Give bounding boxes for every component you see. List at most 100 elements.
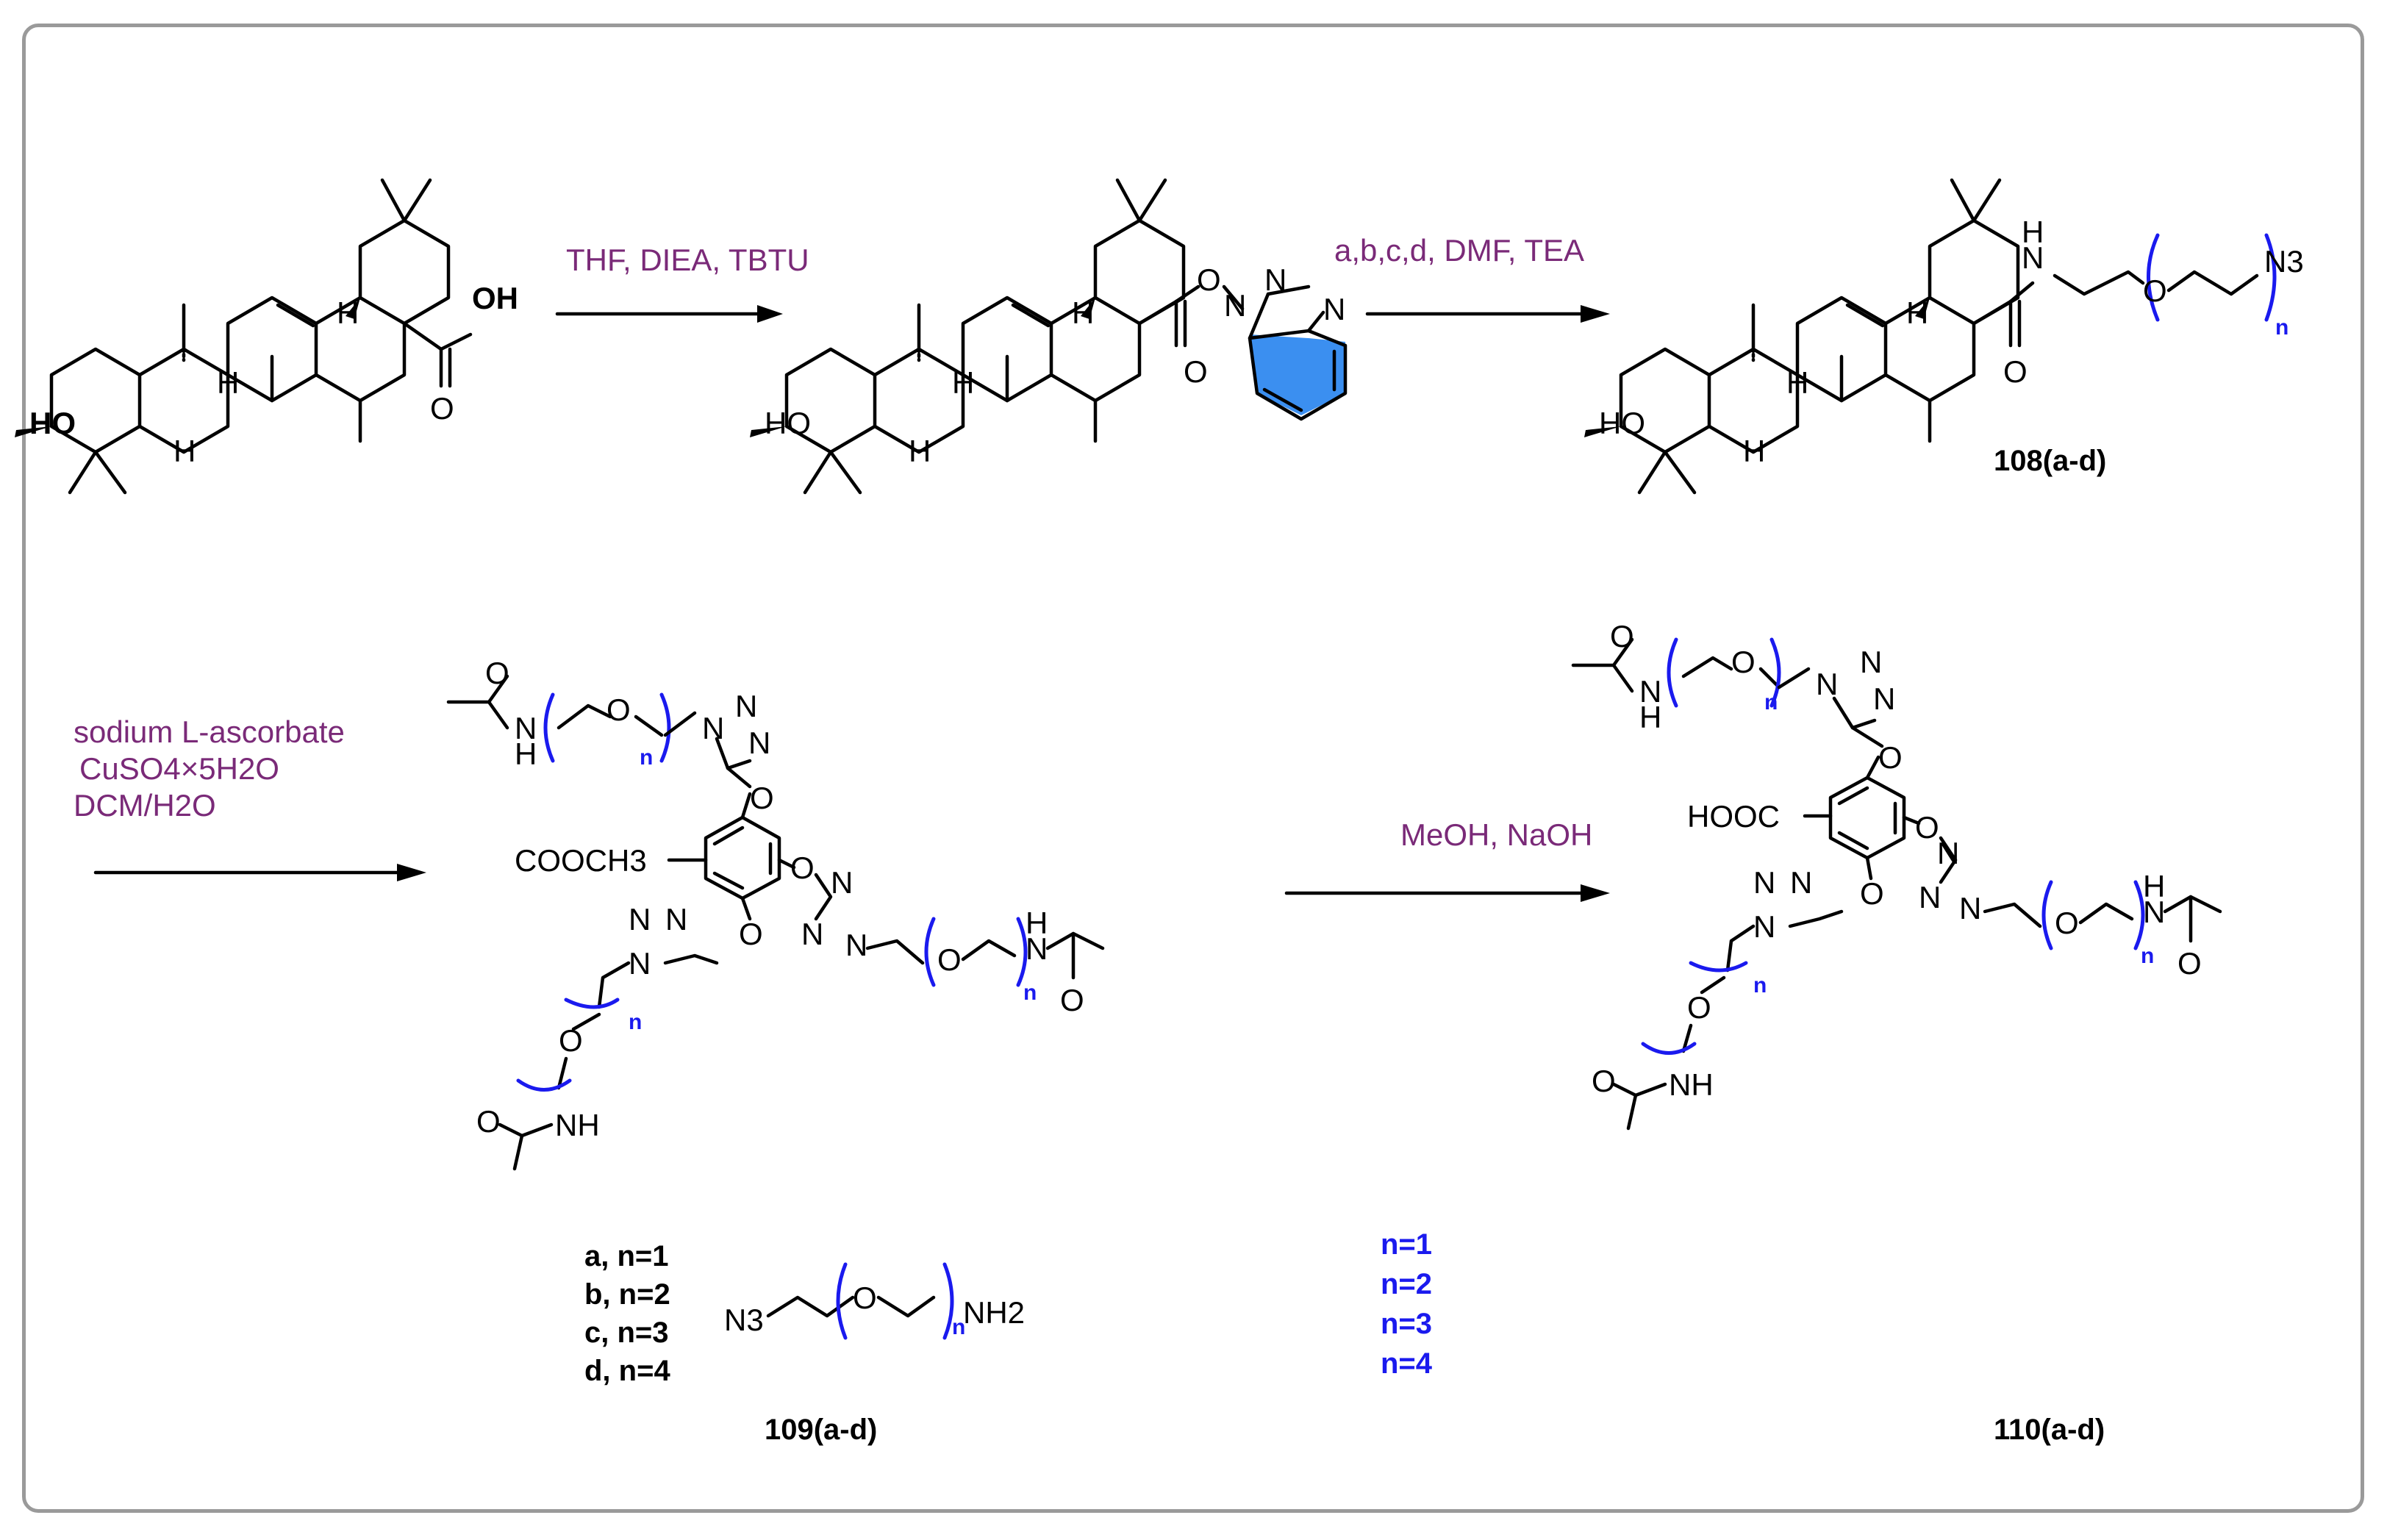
- right-arm-o-110: O: [2177, 946, 2202, 981]
- top-repeat-n-110: n: [1764, 690, 1778, 715]
- right-triazole-n1-110: N: [1937, 836, 1959, 870]
- label-108: 108(a-d): [1994, 445, 2106, 477]
- top-triazole-n1-110: N: [1816, 667, 1838, 701]
- benzotriazole-group: [1222, 284, 1348, 421]
- left-triazole-n1: N: [629, 902, 651, 936]
- condition-step3-line2: CuSO4×5H2O: [79, 751, 279, 786]
- series-109-a: a, n=1: [584, 1240, 669, 1272]
- hydroxyl-label-3: HO: [1599, 406, 1645, 440]
- condition-step3-line3: DCM/H2O: [74, 788, 216, 823]
- series-110-4: n=4: [1381, 1347, 1433, 1380]
- azide-label: N3: [2264, 244, 2304, 279]
- right-repeat-n: n: [1023, 981, 1037, 1005]
- top-ether-o: O: [750, 781, 774, 815]
- h-label-1: H: [337, 296, 359, 330]
- bottom-ether-o: O: [739, 917, 763, 951]
- left-triazole-n3: N: [629, 946, 651, 981]
- top-arm-n-110: N: [1639, 674, 1661, 709]
- series-110-2: n=2: [1381, 1268, 1432, 1300]
- repeat-n-108: n: [2275, 315, 2288, 340]
- amine-linker-structure: N3 O n NH2: [724, 1262, 1025, 1340]
- left-arm-o: O: [476, 1104, 501, 1139]
- oleanolic-acid-structure: OH O HO H H H: [15, 180, 518, 493]
- series-109-c: c, n=3: [584, 1317, 669, 1349]
- ester-o-label: O: [1197, 262, 1221, 297]
- series-110-1: n=1: [1381, 1228, 1432, 1261]
- right-triazole-n1: N: [831, 865, 853, 900]
- label-109: 109(a-d): [765, 1414, 877, 1446]
- h-label-7: H: [1906, 296, 1928, 330]
- bottom-ether-o-110: O: [1860, 876, 1884, 911]
- condition-step4: MeOH, NaOH: [1400, 817, 1592, 852]
- series-110-3: n=3: [1381, 1308, 1432, 1340]
- linker-n3: N3: [724, 1303, 764, 1337]
- mid-ether-o-110: O: [1915, 810, 1939, 845]
- h-label-3: H: [173, 434, 196, 468]
- h-label-5: H: [952, 365, 974, 400]
- acid-oh-label: OH: [472, 281, 518, 315]
- right-triazole-n3: N: [845, 928, 867, 962]
- linker-nh2: NH2: [963, 1295, 1025, 1330]
- compound-109-structure: O N H O n N N N O COOCH3 O O N N N O: [446, 656, 1105, 1171]
- compound-110-structure: O N H O n N N N O HOOC O O N N N O n: [1571, 619, 2222, 1131]
- acid-group-label: HOOC: [1687, 799, 1780, 834]
- h-label-6: H: [909, 434, 931, 468]
- hydroxyl-label: HO: [29, 406, 76, 440]
- top-arm-o-110: O: [1610, 619, 1634, 653]
- ester-carbonyl-o-label: O: [1184, 354, 1208, 389]
- right-peg-o-110: O: [2055, 906, 2079, 940]
- right-triazole-n2-110: N: [1919, 880, 1941, 914]
- right-arm-h: H: [1026, 906, 1048, 940]
- linker-o: O: [853, 1281, 877, 1315]
- top-ether-o-110: O: [1878, 740, 1903, 775]
- compound-108-structure: O N H O n N3 HO H H H: [1584, 180, 2304, 493]
- series-109-d: d, n=4: [584, 1355, 670, 1387]
- linker-repeat-n: n: [952, 1315, 965, 1339]
- figure-frame: [22, 24, 2364, 1513]
- ester-group-label: COOCH3: [515, 843, 647, 878]
- top-triazole-n1: N: [702, 711, 724, 745]
- left-arm-o-110: O: [1592, 1064, 1616, 1098]
- bt-n2-label: N: [1264, 262, 1286, 297]
- condition-step2: a,b,c,d, DMF, TEA: [1334, 233, 1584, 268]
- right-peg-o: O: [937, 942, 962, 977]
- amide-h-label: H: [2022, 215, 2044, 249]
- top-repeat-n: n: [640, 745, 653, 770]
- right-arm-n-110: N: [2143, 895, 2165, 929]
- h-label-4: H: [1072, 296, 1094, 330]
- acid-carbonyl-o-label: O: [430, 391, 454, 426]
- right-triazole-n2: N: [801, 917, 823, 951]
- right-arm-n: N: [1026, 931, 1048, 966]
- top-triazole-n2-110: N: [1860, 645, 1882, 679]
- top-arm-h-110: H: [1639, 700, 1661, 734]
- top-triazole-n3-110: N: [1873, 681, 1895, 716]
- left-repeat-n: n: [629, 1010, 642, 1034]
- left-peg-o-110: O: [1687, 990, 1711, 1025]
- bt-n3-label: N: [1323, 292, 1345, 326]
- right-arm-o: O: [1060, 983, 1084, 1017]
- amide-o-label: O: [2003, 354, 2028, 389]
- left-triazole-n1-110: N: [1753, 865, 1775, 900]
- top-arm-n: N: [515, 711, 537, 745]
- condition-step3-line1: sodium L-ascorbate: [74, 715, 345, 749]
- left-peg-o: O: [559, 1023, 583, 1058]
- left-repeat-n-110: n: [1753, 973, 1767, 998]
- peg-o-label: O: [2143, 273, 2167, 308]
- h-label-8: H: [1786, 365, 1808, 400]
- amide-n-label: N: [2022, 240, 2044, 275]
- activated-ester-structure: O O HO H H H N N N: [750, 180, 1348, 493]
- top-triazole-n3: N: [748, 726, 770, 760]
- right-arm-h-110: H: [2143, 869, 2165, 903]
- top-arm-h: H: [515, 737, 537, 771]
- left-triazole-n2: N: [665, 902, 687, 936]
- left-triazole-n3-110: N: [1753, 909, 1775, 944]
- condition-step1: THF, DIEA, TBTU: [566, 243, 809, 277]
- bt-n1-label: N: [1224, 288, 1246, 323]
- h-label-2: H: [217, 365, 239, 400]
- right-repeat-n-110: n: [2141, 944, 2154, 968]
- hydroxyl-label-2: HO: [765, 406, 811, 440]
- series-109-b: b, n=2: [584, 1278, 670, 1311]
- top-peg-o-110: O: [1731, 645, 1756, 679]
- top-arm-o: O: [485, 656, 509, 690]
